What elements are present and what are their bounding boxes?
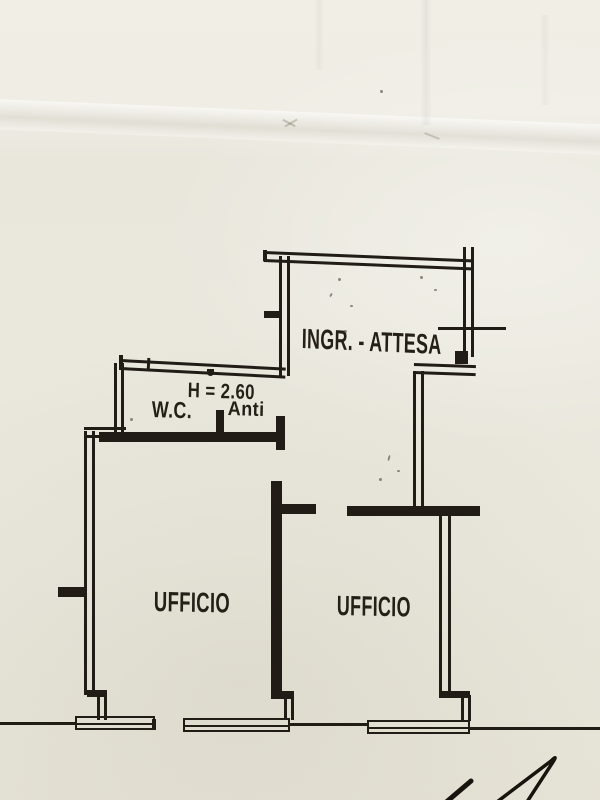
ink-speck [329, 292, 333, 298]
wall-wc-bottom-end-cap [276, 416, 285, 450]
window-sill-right [367, 720, 470, 734]
wall-office-right-top-a [280, 504, 316, 514]
ink-speck [338, 278, 341, 281]
window-glass-line [185, 724, 288, 727]
wall-right-bottom-jog-horizontal [439, 691, 470, 698]
wall-wc-bottom [99, 432, 285, 442]
window-glass-line [369, 726, 468, 729]
ink-speck [434, 289, 437, 291]
wall-ingresso-left-tick [264, 311, 280, 318]
ink-speck [397, 470, 400, 472]
wall-wc-left [114, 363, 124, 436]
wall-ingresso-top-left-cap [263, 250, 267, 261]
wall-ingresso-top [263, 251, 472, 271]
wall-wc-top [120, 359, 286, 379]
facade-line-right [470, 727, 600, 730]
partition-line [438, 327, 506, 330]
signature-stroke [444, 778, 474, 800]
wall-wc-anti-divider [216, 410, 224, 436]
room-label-wc: W.C. [151, 396, 193, 424]
wall-left-bottom-jog-vertical [97, 694, 107, 720]
wall-office-left-outer [84, 431, 95, 695]
window-sill-left [75, 716, 155, 730]
wall-ingresso-right-step [455, 351, 468, 364]
wall-office-right-top-b [347, 506, 480, 516]
wall-right-bottom-jog-vertical [461, 695, 471, 721]
wall-left-bottom-jog-horizontal [87, 690, 107, 697]
ink-speck [420, 276, 423, 279]
paper-speck [380, 90, 383, 93]
wall-divider-bottom-jog-horizontal [271, 691, 294, 699]
wall-ingresso-jog-vertical [413, 371, 424, 512]
ink-speck [387, 454, 391, 462]
room-label-anti: Anti [227, 398, 265, 422]
signature-loop [496, 756, 557, 800]
room-label-ufficio-right: UFFICIO [336, 590, 411, 623]
signature [444, 756, 557, 800]
ink-speck [130, 418, 133, 421]
wall-office-right-outer [439, 513, 451, 697]
wall-left-jog [84, 427, 126, 438]
wall-wc-top-left-cap [119, 355, 123, 370]
window-glass-line [77, 722, 153, 725]
facade-line-middle [290, 723, 368, 726]
window-sill-tick [152, 719, 156, 730]
wall-ingresso-right [463, 247, 474, 357]
room-label-ingresso-attesa: INGR. - ATTESA [301, 323, 442, 361]
wall-wc-top-bump [207, 369, 214, 376]
wall-ingresso-left [279, 256, 290, 376]
wall-left-stub [58, 587, 87, 597]
window-sill-middle [183, 718, 290, 732]
wall-divider-bottom-jog-vertical [284, 696, 294, 720]
room-label-ufficio-left: UFFICIO [153, 586, 231, 619]
facade-line-left [0, 722, 77, 725]
ink-speck [350, 305, 353, 307]
ink-speck [343, 330, 347, 333]
ink-speck [379, 478, 382, 481]
wall-office-divider [271, 481, 282, 697]
